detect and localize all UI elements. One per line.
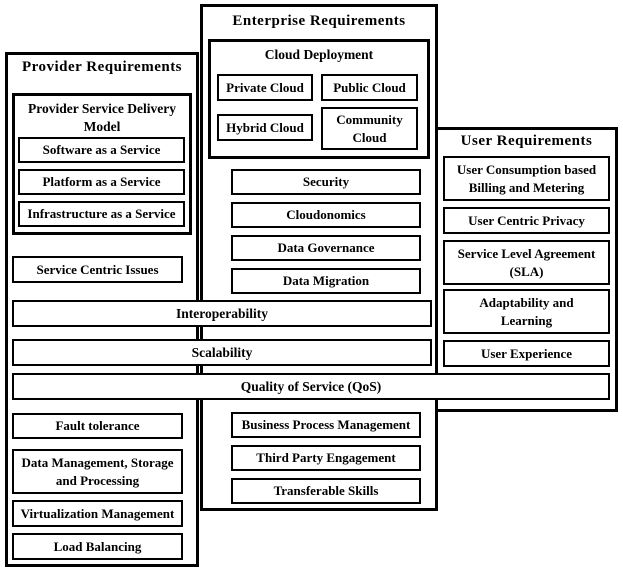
- box-service-centric-issues: Service Centric Issues: [12, 256, 183, 283]
- box-software-as-a-service: Software as a Service: [18, 137, 185, 163]
- user-title: User Requirements: [460, 133, 593, 149]
- box-community-cloud: Community Cloud: [321, 107, 418, 150]
- provider-service-delivery-model-title: Provider Service Delivery Model: [28, 101, 176, 134]
- bar-scalability: Scalability: [12, 339, 432, 366]
- box-transferable-skills: Transferable Skills: [231, 478, 421, 504]
- box-public-cloud: Public Cloud: [321, 74, 418, 101]
- box-hybrid-cloud: Hybrid Cloud: [217, 114, 313, 141]
- box-virtualization-management: Virtualization Management: [12, 500, 183, 527]
- box-data-migration: Data Migration: [231, 268, 421, 294]
- box-service-level-agreement: Service Level Agreement (SLA): [443, 240, 610, 285]
- bar-quality-of-service: Quality of Service (QoS): [12, 373, 610, 400]
- box-third-party-engagement: Third Party Engagement: [231, 445, 421, 471]
- box-private-cloud: Private Cloud: [217, 74, 313, 101]
- box-platform-as-a-service: Platform as a Service: [18, 169, 185, 195]
- enterprise-title: Enterprise Requirements: [232, 13, 406, 29]
- box-security: Security: [231, 169, 421, 195]
- box-data-governance: Data Governance: [231, 235, 421, 261]
- cloud-deployment-title: Cloud Deployment: [264, 47, 374, 62]
- provider-title: Provider Requirements: [21, 59, 183, 75]
- box-data-management-storage-processing: Data Management, Storage and Processing: [12, 449, 183, 494]
- box-infrastructure-as-a-service: Infrastructure as a Service: [18, 201, 185, 227]
- box-user-consumption-billing-metering: User Consumption based Billing and Meter…: [443, 156, 610, 201]
- box-fault-tolerance: Fault tolerance: [12, 413, 183, 439]
- box-user-experience: User Experience: [443, 340, 610, 367]
- bar-interoperability: Interoperability: [12, 300, 432, 327]
- box-adaptability-and-learning: Adaptability and Learning: [443, 289, 610, 334]
- box-load-balancing: Load Balancing: [12, 533, 183, 560]
- box-cloudonomics: Cloudonomics: [231, 202, 421, 228]
- box-business-process-management: Business Process Management: [231, 412, 421, 438]
- box-user-centric-privacy: User Centric Privacy: [443, 207, 610, 234]
